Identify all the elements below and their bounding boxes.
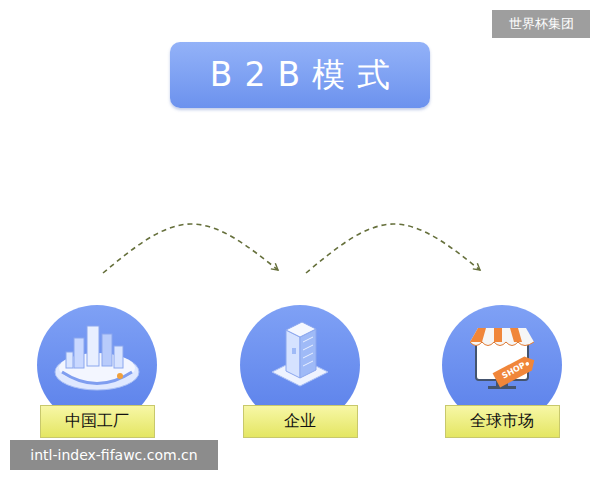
process-node: 企业 xyxy=(238,303,362,440)
building-icon xyxy=(272,322,328,386)
node-label: 企业 xyxy=(284,411,316,432)
dashed-arrow xyxy=(103,224,278,273)
label-box: 中国工厂 xyxy=(40,405,155,438)
title-box: B2B模式 xyxy=(170,42,430,108)
badge-label: 世界杯集团 xyxy=(492,10,590,38)
node-label: 中国工厂 xyxy=(65,411,129,432)
price-tag xyxy=(493,353,538,387)
watermark: intl-index-fifawc.com.cn xyxy=(10,440,218,470)
title-text: B2B模式 xyxy=(198,53,402,98)
node-label: 全球市场 xyxy=(470,411,534,432)
label-box: 企业 xyxy=(243,405,358,438)
city-icon xyxy=(55,326,139,390)
label-box: 全球市场 xyxy=(445,405,560,438)
process-node: 中国工厂 xyxy=(35,303,159,440)
dashed-arrow xyxy=(306,224,480,273)
